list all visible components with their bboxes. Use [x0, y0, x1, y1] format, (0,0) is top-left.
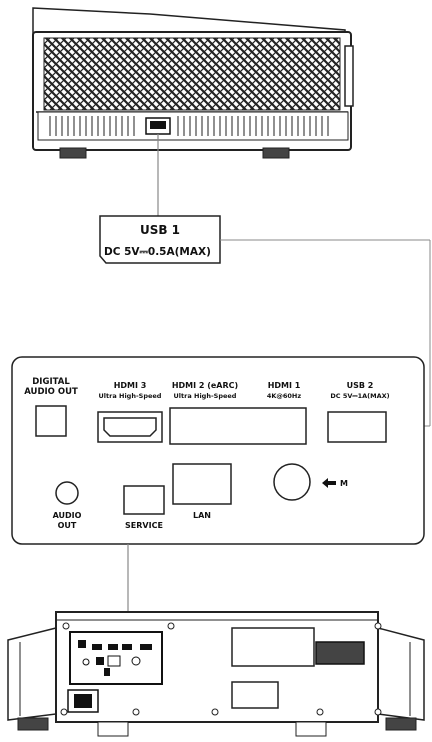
usb1-port-top [145, 117, 171, 135]
rear-panel-detail [11, 356, 425, 545]
m-label: M [340, 479, 348, 488]
digital-audio-out-label-2: AUDIO OUT [24, 387, 78, 397]
service-label: SERVICE [125, 521, 163, 530]
hdmi2-sublabel: Ultra High-Speed [174, 392, 237, 400]
digital-audio-out-port [35, 405, 67, 437]
hdmi1-label: HDMI 1 [268, 381, 301, 390]
usb1-callout [99, 215, 431, 427]
lan-port [172, 463, 232, 505]
usb1-spec: DC 5V⎓0.5A(MAX) [104, 246, 211, 258]
hdmi1-sublabel: 4K@60Hz [267, 392, 302, 400]
audio-out-label-1: AUDIO [53, 511, 82, 520]
usb1-title: USB 1 [140, 223, 180, 237]
hdmi3-port [103, 417, 157, 437]
usb2-sublabel: DC 5V⎓1A(MAX) [330, 392, 389, 400]
service-port [123, 485, 165, 515]
lan-label: LAN [193, 511, 211, 520]
projector-side-view [32, 7, 354, 159]
audio-out-jack [55, 481, 79, 505]
hdmi2-hdmi1-port-block [169, 407, 307, 445]
projector-rear-view [7, 611, 425, 737]
arrow-left-icon [322, 478, 336, 488]
hdmi3-sublabel: Ultra High-Speed [99, 392, 162, 400]
m-round-port [273, 463, 311, 501]
usb2-label: USB 2 [347, 381, 374, 390]
digital-audio-out-label-1: DIGITAL [32, 377, 70, 387]
hdmi3-label: HDMI 3 [114, 381, 147, 390]
hdmi2-label: HDMI 2 (eARC) [172, 381, 238, 390]
usb2-port [327, 411, 387, 443]
audio-out-label-2: OUT [58, 521, 77, 530]
